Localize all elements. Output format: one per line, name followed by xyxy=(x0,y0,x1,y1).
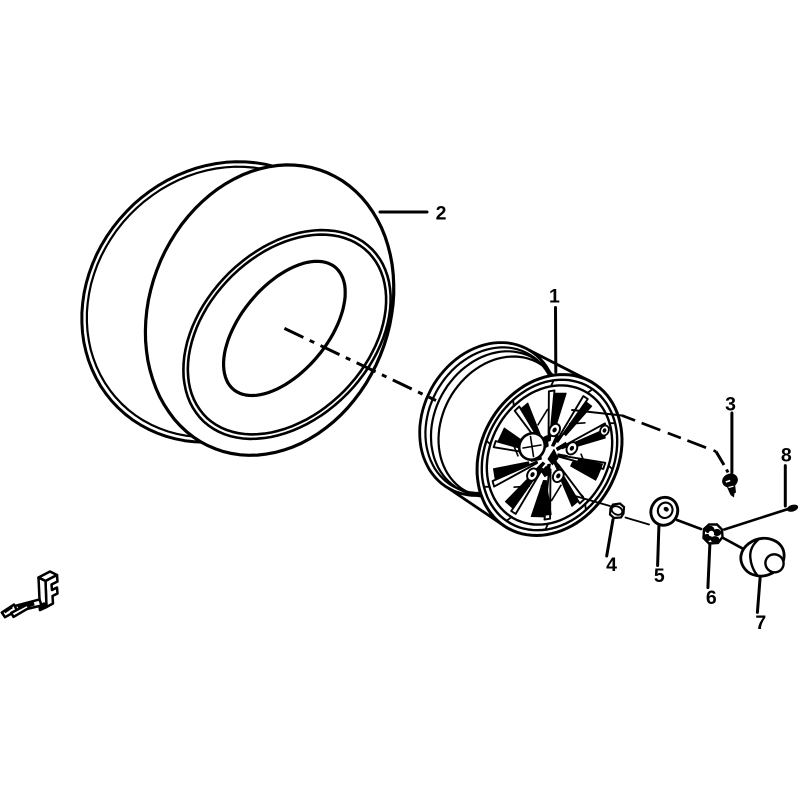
svg-text:8: 8 xyxy=(781,445,792,467)
svg-text:5: 5 xyxy=(654,565,665,587)
svg-text:7: 7 xyxy=(755,612,766,634)
svg-text:2: 2 xyxy=(436,202,447,224)
svg-text:6: 6 xyxy=(706,587,717,609)
svg-text:1: 1 xyxy=(549,286,560,308)
svg-text:3: 3 xyxy=(725,394,736,416)
svg-text:4: 4 xyxy=(606,554,617,576)
